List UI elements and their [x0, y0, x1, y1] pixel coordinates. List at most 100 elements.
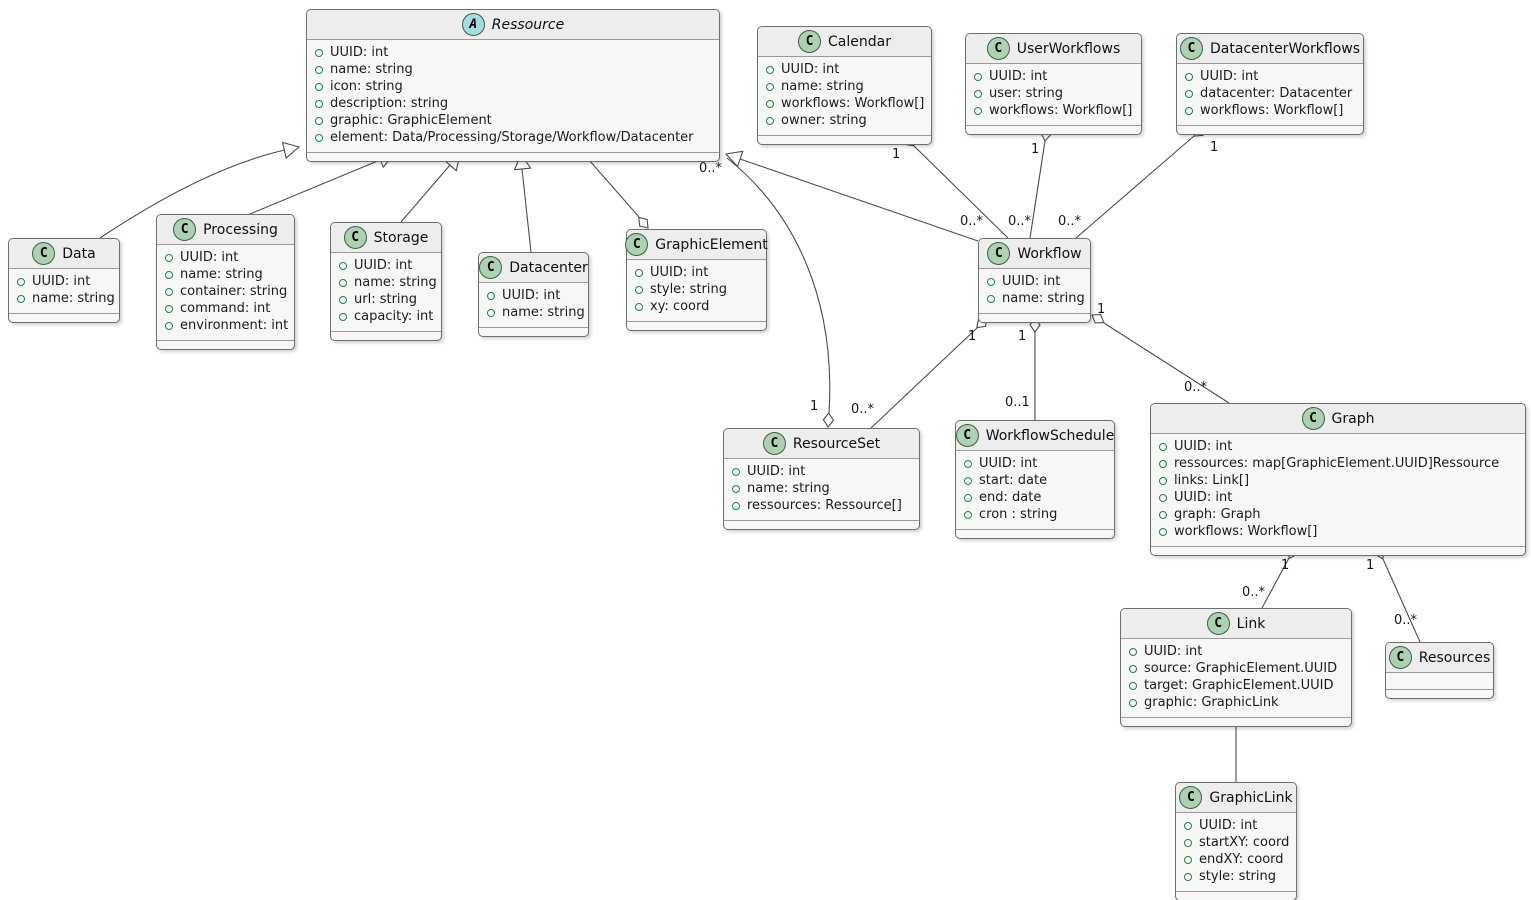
attribute-text: workflows: Workflow[]: [989, 103, 1133, 118]
attribute-text: owner: string: [781, 113, 867, 128]
attribute-row: links: Link[]: [1159, 472, 1517, 489]
attribute-text: graphic: GraphicElement: [330, 113, 492, 128]
attribute-row: graphic: GraphicLink: [1129, 694, 1343, 711]
attribute-row: cron : string: [964, 506, 1106, 523]
attribute-text: datacenter: Datacenter: [1200, 86, 1353, 101]
class-methods-compartment: [157, 341, 294, 349]
class-name: Workflow: [1017, 245, 1082, 262]
attribute-text: graph: Graph: [1174, 507, 1261, 522]
attribute-row: UUID: int: [987, 273, 1082, 290]
field-visibility-icon: [1184, 872, 1192, 881]
attribute-row: UUID: int: [1184, 817, 1288, 834]
attribute-row: style: string: [1184, 868, 1288, 885]
attribute-row: UUID: int: [339, 257, 433, 274]
attribute-row: endXY: coord: [1184, 851, 1288, 868]
field-visibility-icon: [165, 321, 173, 330]
attribute-text: xy: coord: [650, 299, 710, 314]
multiplicity-label: 0..*: [960, 214, 984, 229]
field-visibility-icon: [339, 295, 347, 304]
edge-ressource-graphicelement: [581, 151, 640, 218]
aggregation-diamond-icon: [822, 412, 835, 428]
attribute-text: UUID: int: [32, 274, 91, 289]
class-methods-compartment: [1386, 690, 1493, 698]
class-name: Graph: [1331, 410, 1375, 427]
class-methods-compartment: [1121, 718, 1351, 726]
attribute-text: name: string: [354, 275, 437, 290]
attribute-row: end: date: [964, 489, 1106, 506]
multiplicity-label: 1: [1097, 302, 1106, 317]
class-icon: C: [986, 37, 1010, 60]
field-visibility-icon: [315, 48, 323, 57]
attribute-text: startXY: coord: [1199, 835, 1290, 850]
class-name: Processing: [203, 221, 278, 238]
attribute-text: UUID: int: [650, 265, 709, 280]
attribute-text: UUID: int: [502, 288, 561, 303]
field-visibility-icon: [766, 116, 774, 125]
attribute-row: name: string: [987, 290, 1085, 307]
class-icon: C: [1179, 37, 1203, 60]
attribute-text: style: string: [650, 282, 728, 297]
class-methods-compartment: [724, 521, 919, 529]
field-visibility-icon: [974, 89, 982, 98]
field-visibility-icon: [339, 261, 347, 270]
attribute-text: user: string: [989, 86, 1063, 101]
attribute-text: graphic: GraphicLink: [1144, 695, 1279, 710]
multiplicity-label: 1: [1366, 558, 1375, 573]
field-visibility-icon: [766, 65, 774, 74]
attribute-row: ressources: Ressource[]: [732, 497, 911, 514]
multiplicity-label: 0..*: [1184, 380, 1208, 395]
class-methods-compartment: [1176, 892, 1296, 900]
attribute-row: UUID: int: [17, 273, 111, 290]
attribute-text: url: string: [354, 292, 418, 307]
class-name: Storage: [373, 229, 429, 246]
field-visibility-icon: [1129, 698, 1137, 707]
attribute-row: name: string: [339, 274, 437, 291]
attribute-row: user: string: [974, 85, 1133, 102]
field-visibility-icon: [315, 65, 323, 74]
edge-data-ressource: [99, 149, 286, 239]
attribute-text: style: string: [1199, 869, 1277, 884]
field-visibility-icon: [732, 467, 740, 476]
attribute-text: end: date: [979, 490, 1042, 505]
attribute-text: UUID: int: [1174, 439, 1233, 454]
attribute-text: workflows: Workflow[]: [1174, 524, 1318, 539]
class-icon: C: [625, 233, 649, 256]
field-visibility-icon: [487, 291, 495, 300]
field-visibility-icon: [1185, 89, 1193, 98]
attribute-text: icon: string: [330, 79, 403, 94]
attribute-row: UUID: int: [635, 264, 758, 281]
field-visibility-icon: [1184, 855, 1192, 864]
field-visibility-icon: [1159, 527, 1167, 536]
edge-workflow-ressource: [739, 158, 979, 242]
field-visibility-icon: [1185, 72, 1193, 81]
multiplicity-label: 0..*: [851, 402, 875, 417]
edge-storage-ressource: [400, 164, 451, 223]
attribute-text: cron : string: [979, 507, 1058, 522]
field-visibility-icon: [964, 510, 972, 519]
attribute-row: xy: coord: [635, 298, 758, 315]
attribute-text: links: Link[]: [1174, 473, 1250, 488]
field-visibility-icon: [1185, 106, 1193, 115]
attribute-row: capacity: int: [339, 308, 433, 325]
attribute-row: graphic: GraphicElement: [315, 112, 711, 129]
edge-datacenter-ressource: [521, 168, 532, 253]
field-visibility-icon: [165, 304, 173, 313]
class-icon: C: [343, 226, 367, 249]
attribute-row: style: string: [635, 281, 758, 298]
attribute-row: UUID: int: [165, 249, 286, 266]
attribute-text: UUID: int: [1199, 818, 1258, 833]
edge-workflow-resourceset: [870, 327, 978, 429]
attribute-row: container: string: [165, 283, 287, 300]
multiplicity-label: 1: [1281, 558, 1290, 573]
multiplicity-label: 0..*: [1394, 613, 1418, 628]
class-name: Link: [1236, 615, 1266, 632]
